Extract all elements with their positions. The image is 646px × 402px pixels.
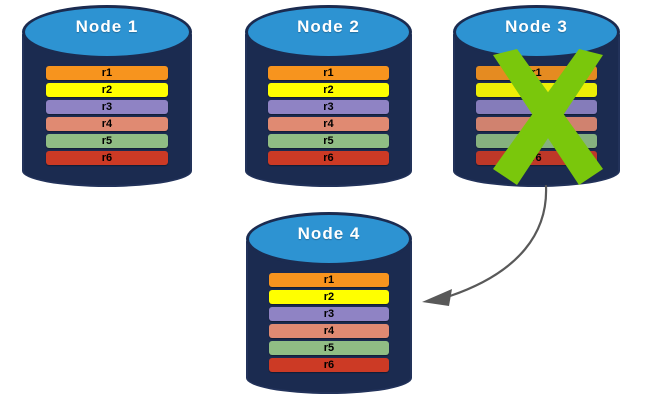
record-list: r1 r2 r3 r4 r5 r6 <box>476 66 597 168</box>
record-bar-r1: r1 <box>268 66 389 80</box>
record-bar-r3: r3 <box>268 100 389 114</box>
node-3[interactable]: Node 3 r1 r2 r3 r4 r5 r6 <box>453 5 620 187</box>
record-bar-r1: r1 <box>269 273 389 287</box>
record-bar-r4: r4 <box>476 117 597 131</box>
record-bar-r1: r1 <box>476 66 597 80</box>
record-bar-r3: r3 <box>476 100 597 114</box>
cylinder-top <box>22 5 192 59</box>
node-4[interactable]: Node 4 r1 r2 r3 r4 r5 r6 <box>246 212 412 394</box>
replication-arrow-path <box>448 184 548 298</box>
record-bar-r6: r6 <box>268 151 389 165</box>
record-bar-r5: r5 <box>45 134 169 148</box>
record-bar-r3: r3 <box>269 307 389 321</box>
record-bar-r5: r5 <box>476 134 597 148</box>
record-bar-r6: r6 <box>269 358 389 372</box>
record-bar-r1: r1 <box>45 66 169 80</box>
record-bar-r6: r6 <box>476 151 597 165</box>
record-bar-r6: r6 <box>45 151 169 165</box>
node-label: Node 3 <box>505 17 568 36</box>
record-bar-r4: r4 <box>268 117 389 131</box>
node-1[interactable]: Node 1 r1 r2 r3 r4 r5 r6 <box>22 5 192 187</box>
node-2[interactable]: Node 2 r1 r2 r3 r4 r5 r6 <box>245 5 412 187</box>
record-bar-r2: r2 <box>269 290 389 304</box>
record-bar-r4: r4 <box>269 324 389 338</box>
record-bar-r2: r2 <box>268 83 389 97</box>
record-bar-r4: r4 <box>45 117 169 131</box>
record-bar-r5: r5 <box>268 134 389 148</box>
record-bar-r3: r3 <box>45 100 169 114</box>
record-bar-r5: r5 <box>269 341 389 355</box>
cylinder-top <box>246 212 412 266</box>
node-label: Node 4 <box>297 224 361 243</box>
record-bar-r2: r2 <box>45 83 169 97</box>
replication-arrow-head <box>422 289 452 306</box>
node-label: Node 2 <box>297 17 360 36</box>
record-list: r1 r2 r3 r4 r5 r6 <box>45 66 169 168</box>
cylinder-top <box>245 5 412 59</box>
record-bar-r2: r2 <box>476 83 597 97</box>
record-list: r1 r2 r3 r4 r5 r6 <box>268 66 389 168</box>
record-list: r1 r2 r3 r4 r5 r6 <box>269 273 389 375</box>
node-label: Node 1 <box>75 17 139 36</box>
